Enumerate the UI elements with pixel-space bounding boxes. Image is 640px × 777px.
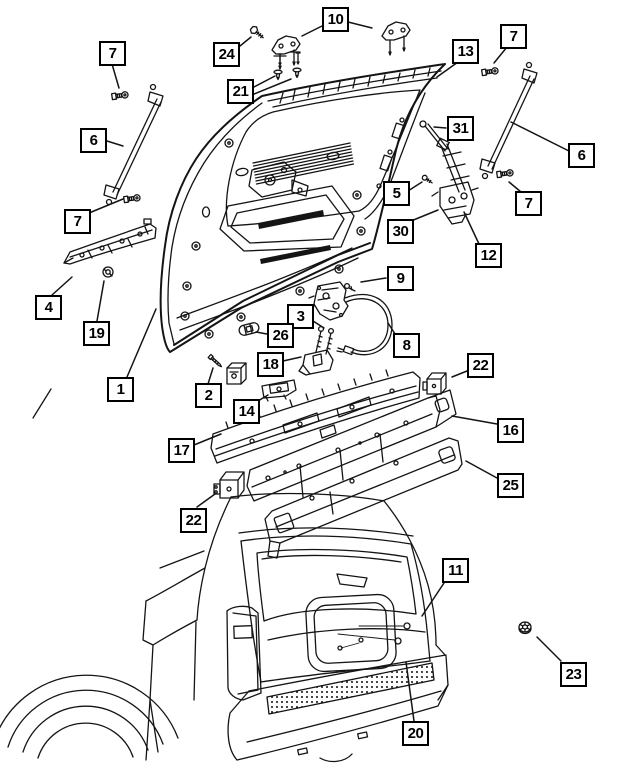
callout-12-actuator[interactable]: 12	[475, 243, 502, 268]
callout-leader-lines	[51, 21, 570, 722]
callout-22-bracket-left[interactable]: 22	[180, 508, 207, 533]
callout-31-link-rod[interactable]: 31	[447, 116, 474, 141]
ball-stud-fastener-art	[122, 193, 142, 204]
callout-30-latch-module[interactable]: 30	[387, 219, 414, 244]
callout-5-bolt[interactable]: 5	[383, 181, 410, 206]
callout-number: 26	[272, 327, 289, 344]
grommet-art	[102, 266, 114, 278]
callout-19-grommet[interactable]: 19	[83, 321, 110, 346]
clip-nut-art	[226, 362, 247, 385]
bracket-14-art	[261, 379, 297, 402]
callout-10-hinges[interactable]: 10	[322, 7, 349, 32]
callout-14-bracket[interactable]: 14	[233, 399, 260, 424]
callout-7-fastener-upper-left[interactable]: 7	[99, 41, 126, 66]
striker-art	[298, 349, 334, 376]
callout-22-bracket-right[interactable]: 22	[467, 353, 494, 378]
misc-line-art	[32, 388, 52, 419]
callout-number: 10	[327, 11, 344, 28]
callout-number: 14	[238, 403, 255, 420]
callout-number: 2	[204, 387, 213, 404]
callout-number: 18	[262, 356, 279, 373]
callout-number: 5	[392, 185, 401, 202]
clip-26-art	[238, 322, 260, 336]
actuator-art	[419, 120, 479, 225]
callout-number: 31	[452, 120, 469, 137]
gas-strut-left-art	[103, 83, 164, 206]
nut-23-art	[518, 621, 532, 635]
van-rear-view-art	[0, 492, 449, 763]
callout-number: 7	[108, 45, 117, 62]
push-pin-clips-art	[273, 52, 302, 81]
callout-number: 1	[116, 381, 125, 398]
callout-number: 17	[173, 442, 190, 459]
callout-number: 3	[296, 308, 305, 325]
ball-stud-fastener-art	[495, 168, 515, 179]
callout-number: 6	[577, 147, 586, 164]
callout-23-nut[interactable]: 23	[560, 662, 587, 687]
callout-7-fastener-lower-left[interactable]: 7	[64, 209, 91, 234]
callout-number: 7	[524, 195, 533, 212]
callout-21-clips[interactable]: 21	[227, 79, 254, 104]
callout-16-inner-panel[interactable]: 16	[497, 418, 524, 443]
callout-25-lower-rail[interactable]: 25	[497, 473, 524, 498]
callout-number: 22	[185, 512, 202, 529]
callout-26-clip[interactable]: 26	[267, 323, 294, 348]
gas-strut-right-art	[479, 61, 538, 180]
screw-2-art	[207, 353, 223, 368]
hinge-right-art	[381, 21, 411, 56]
callout-number: 16	[502, 422, 519, 439]
callout-number: 6	[89, 132, 98, 149]
inner-panel-16-art	[246, 389, 457, 502]
callout-number: 7	[73, 213, 82, 230]
callout-6-strut-left[interactable]: 6	[80, 128, 107, 153]
callout-20-step-pad[interactable]: 20	[402, 721, 429, 746]
callout-17-sill-crossmember[interactable]: 17	[168, 438, 195, 463]
latch-art	[308, 281, 349, 321]
callout-number: 9	[396, 270, 405, 287]
callout-number: 21	[232, 83, 249, 100]
liftgate-handle-art	[63, 218, 157, 265]
callout-13-weatherstrip[interactable]: 13	[452, 39, 479, 64]
callout-7-fastener-upper-right[interactable]: 7	[500, 24, 527, 49]
callout-18-striker[interactable]: 18	[257, 352, 284, 377]
actuator-bolt-art	[421, 174, 433, 184]
callout-number: 19	[88, 325, 105, 342]
callout-7-fastener-lower-right[interactable]: 7	[515, 191, 542, 216]
callout-8-release-cable[interactable]: 8	[393, 333, 420, 358]
ball-stud-fastener-art	[480, 66, 500, 77]
callout-4-handle[interactable]: 4	[35, 295, 62, 320]
callout-number: 7	[509, 28, 518, 45]
callout-1-liftgate-panel[interactable]: 1	[107, 377, 134, 402]
callout-number: 12	[480, 247, 497, 264]
callout-24-bolt[interactable]: 24	[213, 42, 240, 67]
release-cable-art	[336, 293, 393, 356]
callout-number: 25	[502, 477, 519, 494]
callout-11-liftgate-outer[interactable]: 11	[442, 558, 469, 583]
ball-stud-fastener-art	[110, 90, 130, 101]
bracket-22-right-art	[422, 372, 447, 395]
callout-9-latch-screw[interactable]: 9	[387, 266, 414, 291]
callout-number: 24	[218, 46, 235, 63]
latch-screw-art	[343, 282, 356, 292]
callout-number: 30	[392, 223, 409, 240]
callout-6-strut-right[interactable]: 6	[568, 143, 595, 168]
callout-number: 20	[407, 725, 424, 742]
callout-number: 8	[402, 337, 411, 354]
callout-number: 4	[44, 299, 53, 316]
hinge-bolt-art	[249, 25, 264, 39]
callout-2-screw[interactable]: 2	[195, 383, 222, 408]
callout-number: 22	[472, 357, 489, 374]
callout-number: 23	[565, 666, 582, 683]
sill-crossmember-art	[210, 369, 421, 464]
liftgate-inner-panel-art	[159, 63, 446, 353]
callout-number: 11	[448, 562, 463, 579]
bracket-22-left-art	[213, 471, 245, 499]
callout-number: 13	[457, 43, 474, 60]
